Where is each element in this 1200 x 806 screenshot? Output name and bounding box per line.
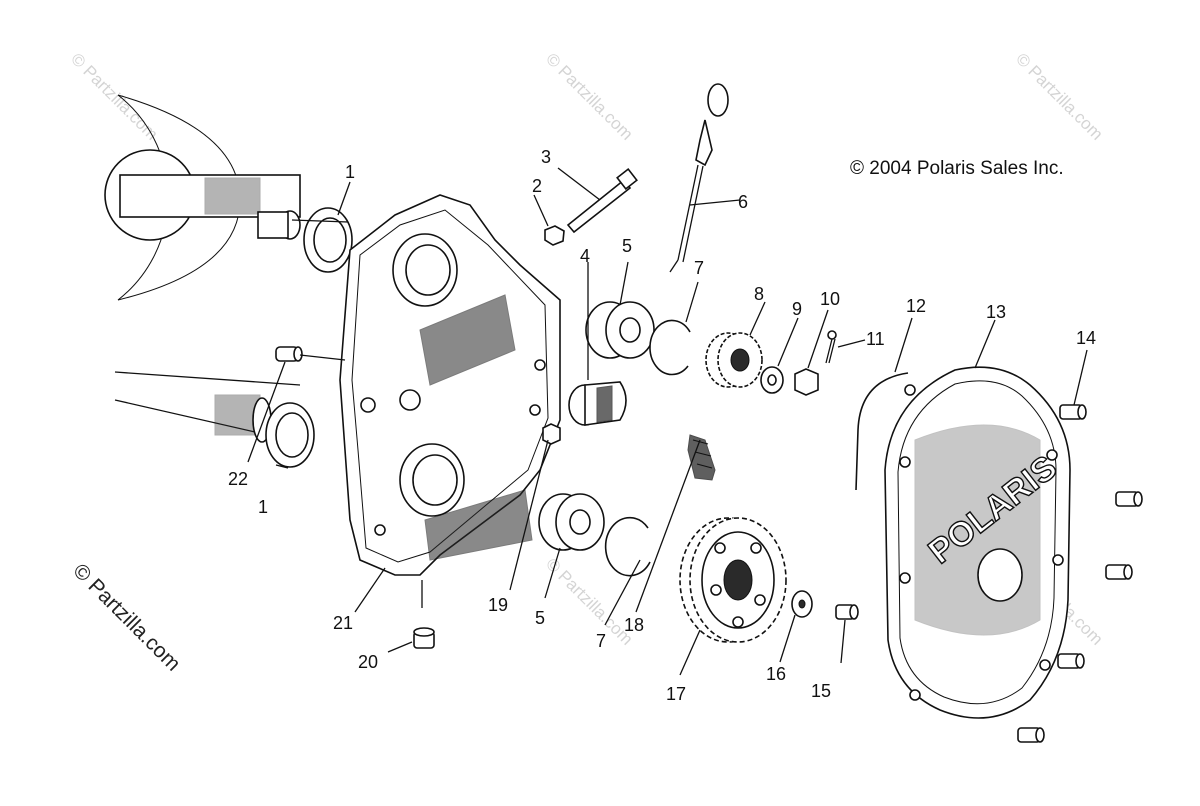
callout-1-upper: 1 — [345, 162, 355, 182]
callout-21: 21 — [333, 613, 353, 633]
nut-small — [544, 225, 565, 246]
cover-bolt — [1105, 564, 1133, 580]
watermark: © Partzilla.com — [67, 49, 161, 143]
callout-5-upper: 5 — [622, 236, 632, 256]
chain-tensioner — [568, 381, 627, 426]
callout-22: 22 — [228, 469, 248, 489]
callout-3: 3 — [541, 147, 551, 167]
sprocket-bolt — [835, 604, 859, 620]
cotter-pin — [825, 330, 837, 364]
drain-plug — [413, 627, 435, 649]
oil-seal-upper — [303, 207, 353, 273]
chaincase-housing — [339, 194, 561, 576]
callout-8: 8 — [754, 284, 764, 304]
callout-6: 6 — [738, 192, 748, 212]
callout-4: 4 — [580, 246, 590, 266]
washer-top — [760, 366, 784, 394]
callout-12: 12 — [906, 296, 926, 316]
callout-15: 15 — [811, 681, 831, 701]
top-sprocket — [705, 332, 763, 388]
bottom-sprocket-gear — [679, 517, 787, 643]
bearing-lower — [538, 493, 605, 551]
bearing-upper — [585, 301, 655, 359]
site-watermark: © Partzilla.com — [68, 559, 184, 675]
cover-gasket — [855, 372, 909, 491]
callout-labels: 1 1 2 3 4 5 5 6 7 7 8 9 10 11 12 13 14 1… — [228, 147, 1096, 704]
cover-bolt — [1057, 653, 1085, 669]
snap-ring-upper — [649, 319, 691, 376]
dipstick — [669, 83, 729, 273]
oil-seal-lower — [265, 402, 315, 468]
callout-9: 9 — [792, 299, 802, 319]
callout-20: 20 — [358, 652, 378, 672]
chaincase-cover: POLARIS — [884, 366, 1071, 719]
castle-nut — [794, 368, 819, 396]
callout-19: 19 — [488, 595, 508, 615]
callout-10: 10 — [820, 289, 840, 309]
cover-bolt — [1017, 727, 1045, 743]
dowel-pin — [275, 346, 303, 362]
copyright-notice: © 2004 Polaris Sales Inc. — [850, 158, 1064, 179]
callout-2: 2 — [532, 176, 542, 196]
callout-13: 13 — [986, 302, 1006, 322]
housing-nut — [542, 423, 561, 445]
cover-bolt — [1115, 491, 1143, 507]
callout-14: 14 — [1076, 328, 1096, 348]
leader-lines — [247, 167, 1088, 676]
watermark: © Partzilla.com — [1012, 49, 1106, 143]
pivot-bolt — [566, 168, 638, 234]
snap-ring-lower — [604, 516, 651, 577]
callout-1-lower: 1 — [258, 497, 268, 517]
callout-11: 11 — [866, 329, 885, 349]
drive-chain — [687, 434, 716, 481]
washer-bottom — [791, 590, 813, 618]
cover-bolts — [1017, 404, 1143, 743]
drive-shaft-upper — [104, 94, 301, 301]
callout-7-lower: 7 — [596, 631, 606, 651]
callout-7-upper: 7 — [694, 258, 704, 278]
callout-16: 16 — [766, 664, 786, 684]
watermark: © Partzilla.com — [542, 49, 636, 143]
callout-18: 18 — [624, 615, 644, 635]
callout-17: 17 — [666, 684, 686, 704]
callout-5-lower: 5 — [535, 608, 545, 628]
driven-shaft-lower — [114, 371, 301, 443]
cover-bolt — [1059, 404, 1087, 420]
